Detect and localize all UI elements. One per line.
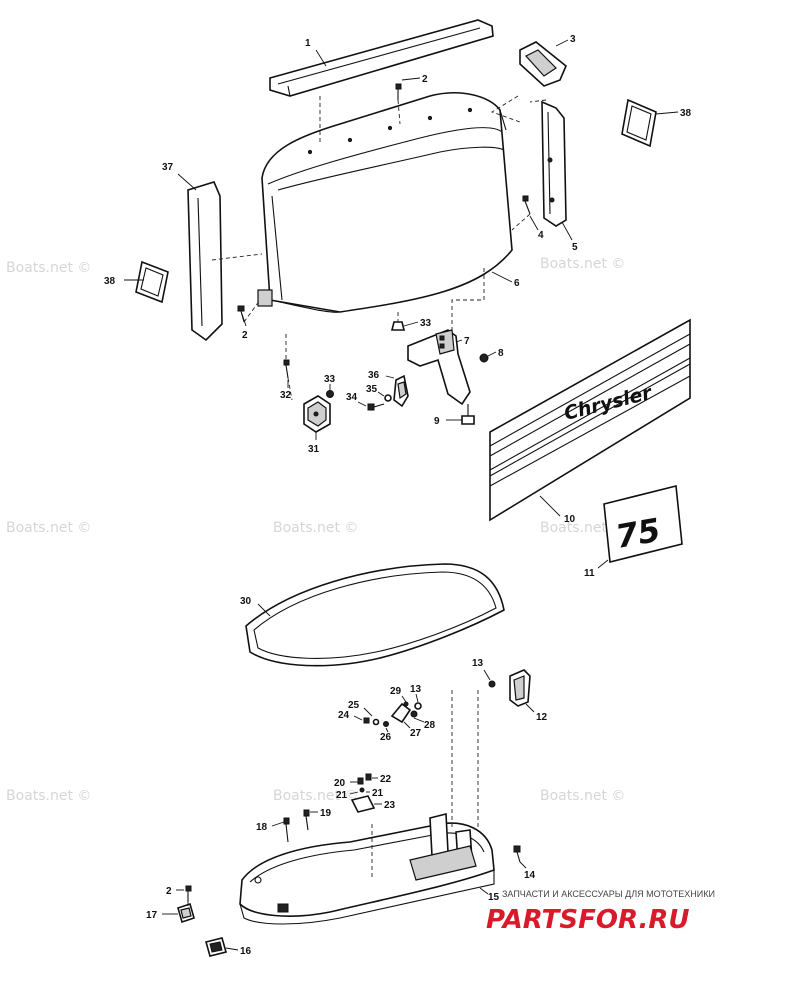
callout-16: 16 — [240, 946, 252, 957]
part-37-side-trim-left — [187, 181, 223, 342]
nut-13-right — [488, 680, 496, 688]
small-parts-19-23 — [283, 773, 376, 843]
callout-9: 9 — [434, 416, 440, 427]
callout-22: 22 — [380, 774, 392, 785]
callout-7: 7 — [464, 336, 470, 347]
callout-33-top: 33 — [420, 318, 432, 329]
callout-11: 11 — [584, 568, 595, 579]
nut-8 — [479, 353, 489, 363]
callout-6: 6 — [514, 278, 520, 289]
callout-25: 25 — [348, 700, 360, 711]
callout-5: 5 — [572, 242, 578, 253]
part-11-hp-decal: 75 — [603, 485, 683, 563]
part-7-latch — [407, 329, 471, 406]
part-31-bracket — [303, 395, 331, 433]
callout-1: 1 — [305, 38, 311, 49]
shop-watermark: ЗАПЧАСТИ И АКСЕССУАРЫ ДЛЯ МОТОТЕХНИКИ PA… — [486, 889, 715, 935]
part-1-top-trim — [269, 19, 494, 97]
shop-logo: PARTSFOR.RU — [486, 905, 689, 935]
part-38-decal-right — [621, 98, 657, 148]
callout-2-left: 2 — [242, 330, 248, 341]
callout-24: 24 — [338, 710, 350, 721]
callout-3: 3 — [570, 34, 576, 45]
part-15-lower-pan — [239, 812, 495, 925]
callout-23: 23 — [384, 800, 396, 811]
watermark-9: Boats.net © — [540, 788, 625, 804]
callouts: 1 2 3 38 37 4 5 6 38 2 33 7 8 36 35 34 3 — [104, 34, 692, 957]
callout-14: 14 — [524, 870, 536, 881]
screw-2-left — [237, 305, 245, 323]
callout-13-left: 13 — [410, 684, 422, 695]
watermark-4: Boats.net © — [6, 520, 91, 536]
callout-35: 35 — [366, 384, 378, 395]
watermark-7: Boats.net © — [6, 788, 91, 804]
watermark-8: Boats.net © — [273, 788, 358, 804]
screw-32 — [283, 359, 290, 379]
callout-32: 32 — [280, 390, 292, 401]
part-36-hook — [393, 374, 409, 408]
callout-36: 36 — [368, 370, 380, 381]
part-17-clip — [177, 902, 195, 924]
washer-35 — [384, 394, 392, 402]
callout-31: 31 — [308, 444, 320, 455]
callout-13-right: 13 — [472, 658, 484, 669]
screw-2-bottom — [185, 885, 192, 902]
callout-27: 27 — [410, 728, 422, 739]
small-parts-24-29 — [363, 701, 422, 727]
callout-15: 15 — [488, 892, 500, 903]
watermarks: Boats.net © Boats.net © Boats.net © Boat… — [6, 256, 625, 804]
shop-tagline: ЗАПЧАСТИ И АКСЕССУАРЫ ДЛЯ МОТОТЕХНИКИ — [502, 889, 715, 899]
callout-8: 8 — [498, 348, 504, 359]
callout-2-bottom: 2 — [166, 886, 172, 897]
part-16-grommet — [205, 937, 227, 957]
part-3-bracket — [519, 41, 567, 87]
screw-2-top — [395, 83, 402, 100]
callout-19: 19 — [320, 808, 332, 819]
callout-30: 30 — [240, 596, 252, 607]
callout-28: 28 — [424, 720, 436, 731]
callout-10: 10 — [564, 514, 576, 525]
part-10-chrysler-decal: Chrysler — [489, 318, 691, 522]
watermark-3: Boats.net © — [540, 256, 625, 272]
part-5-side-trim — [541, 100, 567, 227]
callout-20: 20 — [334, 778, 346, 789]
callout-12: 12 — [536, 712, 548, 723]
part-38-decal-left — [135, 260, 169, 304]
callout-26: 26 — [380, 732, 392, 743]
part-12-latch-lower — [509, 669, 531, 707]
decal-hp-text: 75 — [613, 511, 663, 556]
callout-18: 18 — [256, 822, 268, 833]
screw-14 — [513, 845, 521, 863]
screw-9 — [461, 404, 475, 425]
screw-34 — [367, 403, 385, 411]
nut-33-bottom — [326, 390, 334, 398]
callout-38-left: 38 — [104, 276, 116, 287]
callout-17: 17 — [146, 910, 158, 921]
callout-4: 4 — [538, 230, 544, 241]
part-30-seal — [245, 563, 505, 667]
watermark-5: Boats.net © — [273, 520, 358, 536]
callout-34: 34 — [346, 392, 358, 403]
callout-2-top: 2 — [422, 74, 428, 85]
callout-21-left: 21 — [336, 790, 348, 801]
callout-21-right: 21 — [372, 788, 384, 799]
callout-33-bottom: 33 — [324, 374, 336, 385]
callout-29: 29 — [390, 686, 402, 697]
nut-33-top — [390, 321, 406, 331]
screw-4 — [522, 195, 531, 215]
watermark-6: Boats.net © — [540, 520, 625, 536]
part-6-engine-cover — [257, 92, 513, 313]
assembly-lines — [187, 95, 547, 908]
callout-38-right: 38 — [680, 108, 692, 119]
watermark-1: Boats.net © — [6, 260, 91, 276]
callout-37: 37 — [162, 162, 174, 173]
